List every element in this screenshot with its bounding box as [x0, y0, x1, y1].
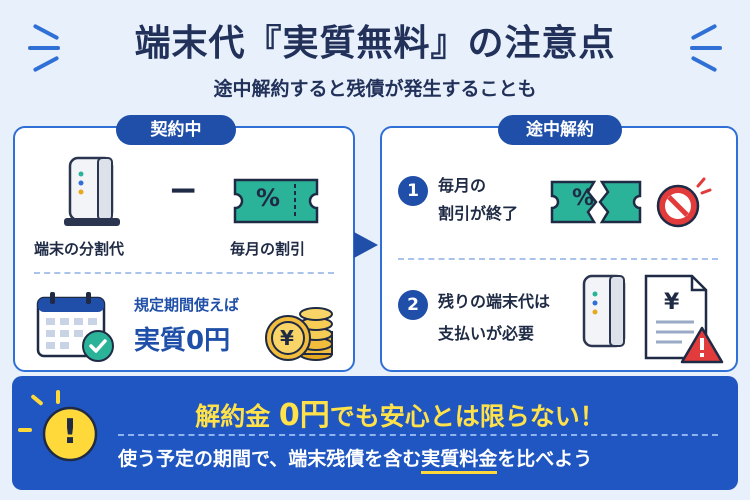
effectively-free-text: 実質0円: [134, 320, 230, 357]
banner-headline: 解約金 0円でも安心とは限らない！: [120, 390, 680, 434]
cancellation-pill: 途中解約: [498, 115, 622, 145]
router-icon: [62, 154, 126, 230]
contract-pill: 契約中: [116, 115, 236, 145]
banner-sub-suffix: を比べよう: [497, 448, 593, 470]
ticket-percent-glyph: %: [256, 184, 281, 212]
torn-ticket-icon: [548, 176, 644, 228]
invoice-yen-glyph: ¥: [664, 290, 680, 315]
discount-ticket-icon: [229, 176, 323, 226]
step-2-line1: 残りの端末代は: [438, 292, 551, 311]
right-panel-divider: [398, 258, 718, 260]
zero-yen-value: 0円: [186, 326, 231, 356]
alert-exclamation-glyph: !: [62, 412, 78, 452]
page-subtitle: 途中解約すると残債が発生することも: [213, 78, 537, 100]
banner-headline-suffix: でも安心とは限らない！: [329, 402, 605, 431]
alert-icon: [40, 404, 100, 464]
banner-subline: 使う予定の期間で、端末残債を含む実質料金を比べよう: [118, 444, 718, 474]
banner-sub-highlight: 実質料金: [421, 448, 498, 474]
invoice-document-icon: [636, 272, 724, 366]
monthly-discount-label: 毎月の割引: [230, 240, 306, 258]
banner-headline-value: 0円: [278, 398, 330, 433]
torn-ticket-percent-glyph: %: [572, 186, 595, 211]
banner-sub-prefix: 使う予定の期間で、端末残債を含む: [118, 448, 422, 470]
router-small-icon: [580, 272, 630, 354]
step-1-badge: 1: [398, 176, 428, 206]
effectively-prefix: 実質: [134, 326, 187, 356]
step-2-line2: 支払いが必要: [438, 324, 535, 343]
step-1-line1: 毎月の: [438, 176, 487, 195]
left-panel-divider: [34, 272, 334, 274]
condition-text: 規定期間使えば: [134, 296, 240, 314]
prohibited-icon: [652, 176, 712, 232]
coin-yen-glyph: ¥: [280, 326, 294, 350]
banner-divider: [118, 434, 718, 436]
step-1-line2: 割引が終了: [438, 204, 519, 223]
minus-sign: −: [168, 170, 199, 211]
coins-icon: [262, 298, 338, 364]
banner-headline-prefix: 解約金: [195, 402, 271, 431]
right-arrow-icon: [352, 228, 382, 262]
page-title: 端末代『実質無料』の注意点: [134, 23, 616, 64]
device-installment-label: 端末の分割代: [34, 240, 125, 258]
calendar-check-icon: [34, 290, 118, 364]
warning-banner: [12, 376, 738, 490]
step-2-badge: 2: [398, 290, 428, 320]
